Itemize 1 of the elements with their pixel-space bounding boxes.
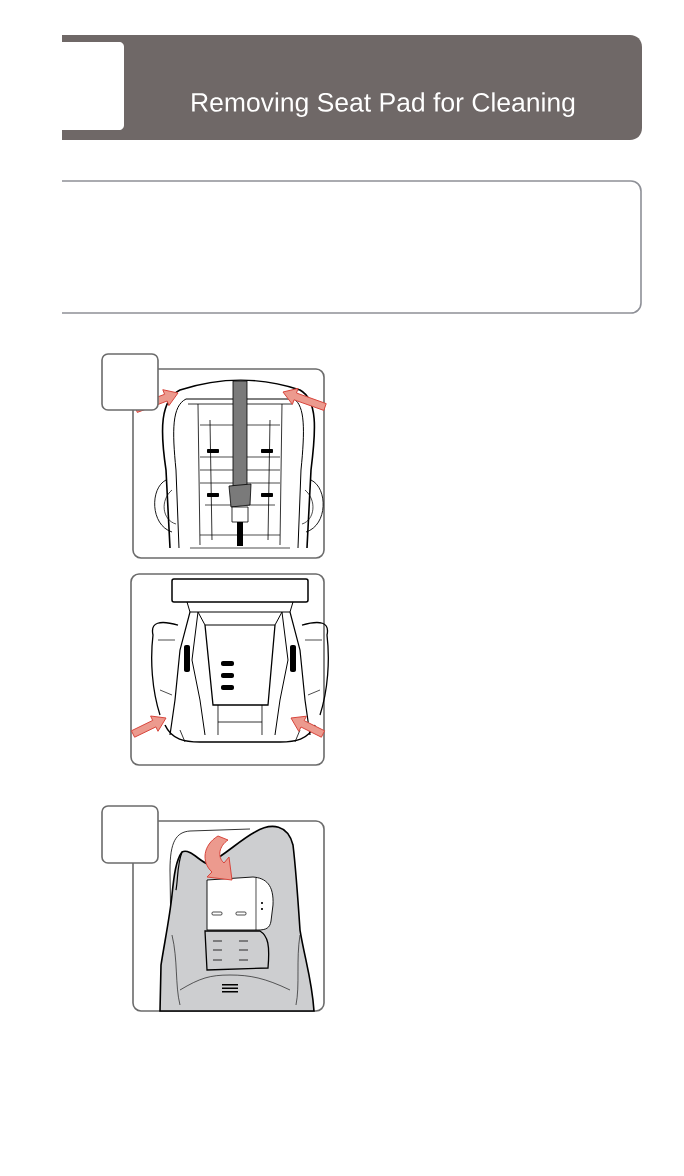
title-banner: Removing Seat Pad for Cleaning <box>62 35 642 140</box>
